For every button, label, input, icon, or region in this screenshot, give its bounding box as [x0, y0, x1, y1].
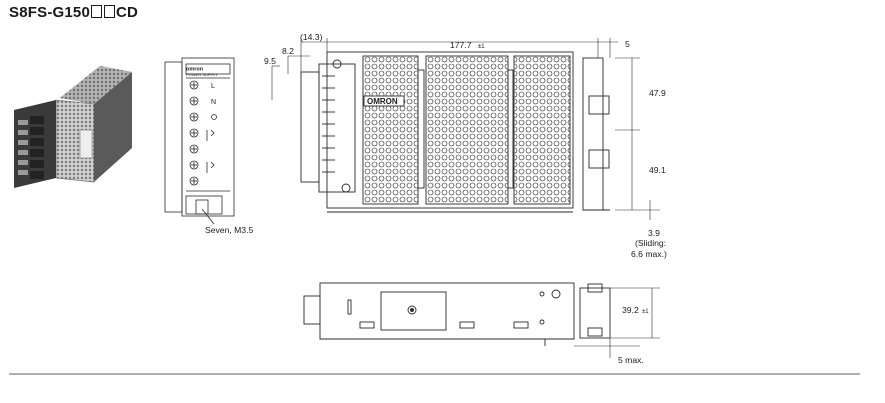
dim-5-max: 5 max.: [618, 355, 644, 365]
side-dimension-lines: [271, 38, 660, 220]
sliding-line-2: 6.6 max.): [631, 249, 667, 259]
terminal-L-label: L: [211, 83, 215, 90]
sliding-line-1: (Sliding:: [635, 238, 666, 248]
model-prefix: S8FS-G150: [9, 4, 91, 21]
placeholder-box: [104, 5, 116, 18]
dim-47-9: 47.9: [649, 88, 666, 98]
dim-14-3: (14.3): [300, 32, 323, 42]
body-logo: OMRON: [367, 97, 398, 106]
dim-39-2: 39.2: [622, 305, 639, 315]
dim-177-7: 177.7: [450, 40, 472, 50]
front-product-label: POWER SUPPLY: [186, 72, 218, 77]
terminal-N-label: N: [211, 99, 216, 106]
tol-39-2: ±1: [642, 309, 649, 315]
placeholder-box: [91, 5, 103, 18]
model-suffix: CD: [116, 4, 139, 21]
dim-3-9: 3.9: [648, 228, 660, 238]
side-view: [300, 51, 610, 213]
bottom-dimension-lines: [574, 287, 660, 358]
model-title: S8FS-G150 CD: [9, 4, 138, 21]
front-view: [164, 57, 235, 225]
dim-9-5: 9.5: [264, 56, 276, 66]
front-brand-label: omron: [186, 67, 204, 73]
dim-8-2: 8.2: [282, 46, 294, 56]
tol-177-7: ±1: [478, 44, 485, 50]
bottom-view: [303, 282, 611, 346]
product-photo: [14, 66, 132, 188]
terminal-callout: Seven, M3.5: [205, 225, 253, 235]
dim-5: 5: [625, 39, 630, 49]
dim-49-1: 49.1: [649, 165, 666, 175]
